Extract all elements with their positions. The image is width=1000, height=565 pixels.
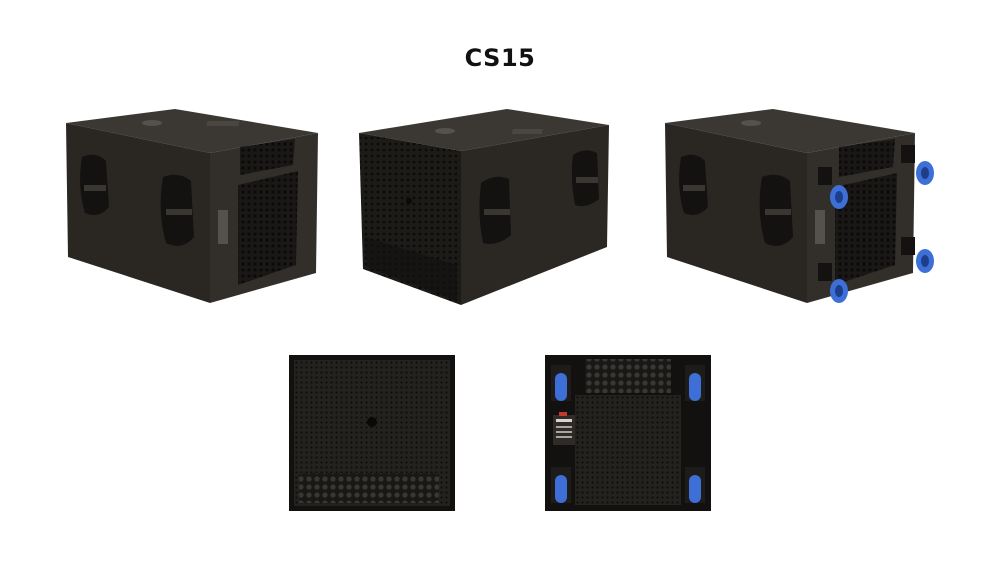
caster-top-right: [685, 365, 705, 401]
caster-bottom-left: [551, 467, 571, 503]
speaker-grille-icon: [289, 355, 455, 511]
caster-bottom-right: [901, 237, 934, 273]
speaker-view-rear-ortho: [545, 355, 711, 511]
speaker-view-with-casters: [663, 105, 943, 310]
speaker-view-front: [357, 105, 612, 310]
caster-top-left: [818, 167, 848, 209]
caster-top-right: [901, 145, 934, 185]
caster-bottom-left: [818, 263, 848, 303]
speaker-cabinet-with-casters-icon: [665, 109, 934, 303]
speaker-cabinet-icon: [66, 109, 318, 303]
speaker-view-front-ortho: [289, 355, 455, 511]
speaker-rear-with-casters-icon: [545, 355, 711, 511]
caster-top-left: [551, 365, 571, 401]
speaker-cabinet-icon: [359, 109, 609, 305]
speaker-view-rear-left: [60, 105, 325, 310]
caster-bottom-right: [685, 467, 705, 503]
product-title: CS15: [464, 44, 536, 72]
